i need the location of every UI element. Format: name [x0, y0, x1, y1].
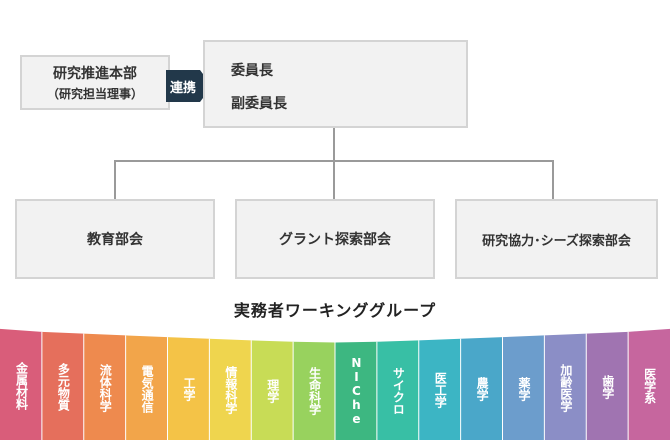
field-bar-3: [125, 335, 168, 440]
subcommittee-research-cooperation: 研究協力･シーズ探索部会: [455, 199, 658, 279]
link-arrow: 連携: [166, 66, 216, 106]
field-label: 生命科学: [307, 367, 322, 416]
field-label: 電気通信: [140, 364, 155, 413]
link-label: 連携: [169, 80, 196, 96]
working-group-title: 実務者ワーキンググループ: [233, 301, 437, 320]
field-label: 加齢医学: [558, 363, 573, 412]
subcommittee-grant-search: グラント探索部会: [235, 199, 435, 279]
field-bar-8: [335, 341, 377, 440]
field-bar-7: [293, 341, 335, 440]
field-bar-2: [83, 333, 126, 440]
field-bar-15: [628, 328, 670, 440]
vice-chair-label: 副委員長: [231, 96, 287, 112]
committee-box: 委員長 副委員長: [203, 40, 468, 128]
field-bar-6: [251, 340, 294, 440]
field-label: 歯学: [600, 374, 615, 399]
field-label: 薬学: [516, 376, 531, 401]
subcommittee-label: 教育部会: [87, 232, 143, 248]
connector-drop-right: [552, 160, 554, 200]
field-label: 情報科学: [223, 366, 238, 415]
field-label: 理学: [265, 378, 280, 403]
connector-drop-center: [333, 160, 335, 200]
field-label: 医工学: [433, 372, 448, 409]
hq-subtitle: （研究担当理事）: [46, 87, 143, 101]
field-bar-4: [167, 337, 210, 440]
field-label: NIChe: [349, 356, 364, 427]
subcommittee-education: 教育部会: [15, 199, 215, 279]
field-bar-5: [209, 338, 252, 440]
field-bar-14: [586, 331, 629, 440]
research-promotion-hq-box: 研究推進本部 （研究担当理事）: [20, 55, 170, 110]
arrow-shape-icon: [166, 70, 212, 102]
field-label: 農学: [475, 377, 490, 402]
field-bar-0: [0, 328, 42, 440]
field-label: 流体科学: [98, 363, 113, 412]
field-label: 医学系: [642, 367, 657, 404]
field-bar-12: [502, 335, 545, 440]
field-bar-10: [418, 338, 461, 440]
field-bar-11: [460, 337, 503, 440]
field-bar-1: [41, 331, 84, 440]
connector-drop-left: [114, 160, 116, 200]
field-label: 工学: [181, 377, 196, 402]
hq-name: 研究推進本部: [53, 66, 137, 82]
connector-vertical-main: [333, 128, 335, 162]
field-label: サイクロ: [391, 366, 406, 415]
field-bar-13: [544, 333, 587, 440]
field-label: 金属材料: [14, 361, 29, 410]
subcommittee-label: グラント探索部会: [279, 232, 391, 248]
field-bar-9: [376, 340, 419, 440]
field-label: 多元物質: [56, 362, 71, 411]
chair-label: 委員長: [231, 63, 273, 79]
subcommittee-label: 研究協力･シーズ探索部会: [482, 233, 631, 249]
